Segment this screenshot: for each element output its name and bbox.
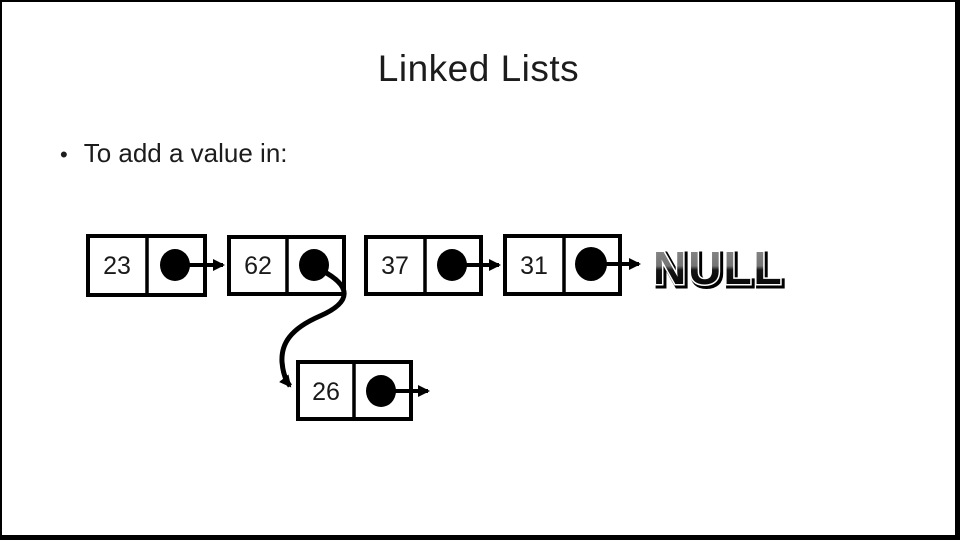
arrow-62-to-26 (279, 267, 347, 388)
bullet-marker: • (60, 142, 68, 167)
null-label-fill: NULL (653, 242, 784, 294)
pointer-dot (299, 249, 329, 281)
bullet-item: • To add a value in: (60, 138, 288, 169)
null-label: NULL NULL NULL (652, 241, 787, 299)
null-label-rim: NULL (653, 242, 784, 294)
list-node-37: 37 (364, 235, 483, 296)
null-label-outline: NULL (655, 244, 786, 296)
bullet-text: To add a value in: (83, 138, 288, 168)
node-value: 37 (381, 252, 409, 280)
slide-title: Linked Lists (377, 48, 580, 89)
node-value: 26 (312, 378, 340, 406)
node-value: 62 (244, 252, 272, 280)
node-value: 23 (103, 252, 131, 280)
node-value: 31 (520, 252, 548, 280)
list-node-62: 62 (227, 235, 346, 296)
